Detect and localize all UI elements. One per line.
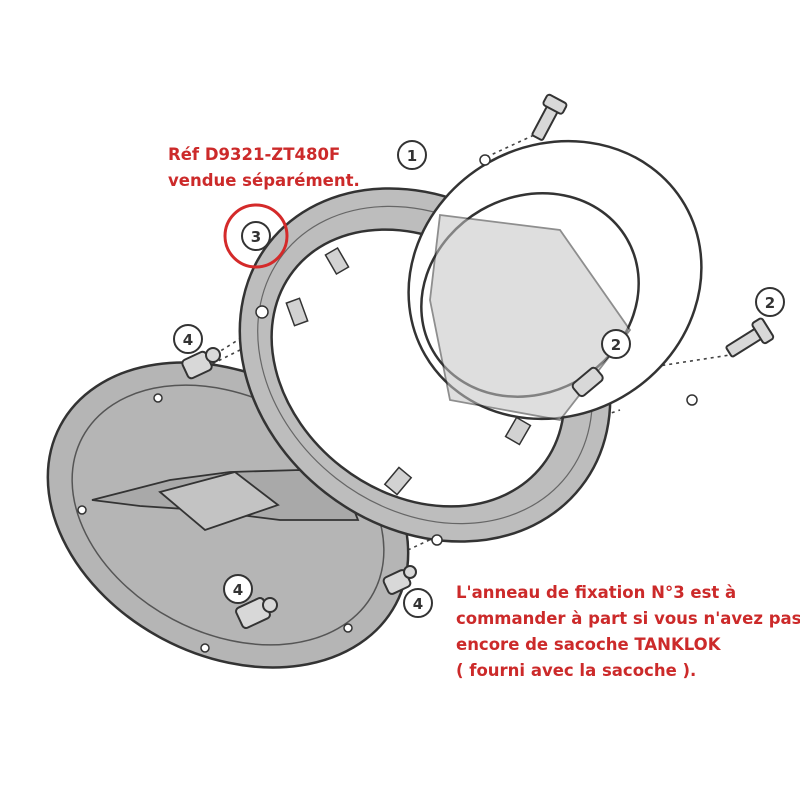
- callout-3: 3: [241, 221, 271, 251]
- reference-note: Réf D9321-ZT480F vendue séparément.: [168, 142, 360, 194]
- callout-2-right: 2: [755, 287, 785, 317]
- reference-note-line-2: vendue séparément.: [168, 171, 360, 190]
- spacer-4-bottom-right: [382, 565, 417, 595]
- ring-3-order-note-line-1: L'anneau de fixation N°3 est à: [456, 583, 737, 602]
- callout-1-label: 1: [407, 147, 417, 165]
- callout-2-right-label: 2: [765, 294, 775, 312]
- ring-3-order-note-line-3: encore de sacoche TANKLOK: [456, 635, 721, 654]
- spacer-middle: [571, 366, 604, 398]
- callout-4-bottom-right: 4: [403, 588, 433, 618]
- highlight-circle-ring-3: [223, 203, 289, 269]
- callout-1: 1: [397, 140, 427, 170]
- callout-2-middle: 2: [601, 329, 631, 359]
- callout-3-label: 3: [251, 228, 261, 246]
- callout-4-top: 4: [173, 324, 203, 354]
- screw-parts: [181, 93, 775, 629]
- spacer-4-top: [181, 347, 221, 380]
- screw-top: [531, 93, 568, 141]
- spacer-4-bottom-left: [235, 597, 278, 629]
- screw-right: [725, 317, 775, 358]
- ring-1-top-ring: [407, 139, 703, 421]
- ring-3-order-note-line-2: commander à part si vous n'avez pas: [456, 609, 800, 628]
- callout-2-middle-label: 2: [611, 336, 621, 354]
- ring-3-order-note: L'anneau de fixation N°3 est à commander…: [456, 580, 800, 684]
- callout-4-bottom-right-label: 4: [413, 595, 423, 613]
- callout-4-bottom-left: 4: [223, 574, 253, 604]
- reference-note-line-1: Réf D9321-ZT480F: [168, 145, 341, 164]
- ring-3-order-note-line-4: ( fourni avec la sacoche ).: [456, 661, 697, 680]
- callout-4-top-label: 4: [183, 331, 193, 349]
- callout-4-bottom-left-label: 4: [233, 581, 243, 599]
